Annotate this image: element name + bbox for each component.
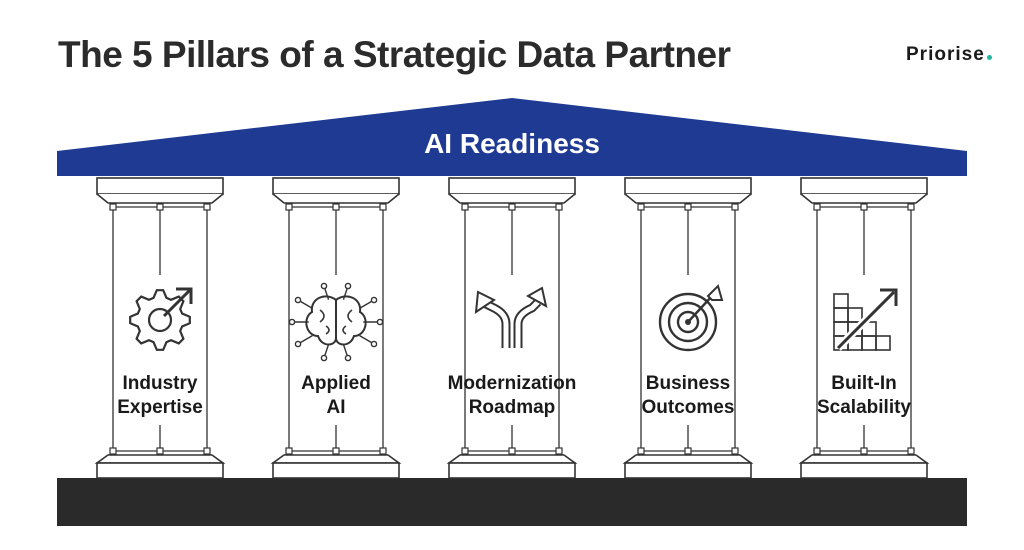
pillar-1	[94, 177, 226, 479]
pillar-3	[446, 177, 578, 479]
pillar-base-lip	[798, 454, 930, 464]
pillar-2-line2: AI	[326, 397, 346, 418]
pillar-capital-lip	[96, 193, 224, 204]
pillar-capital-lip	[448, 193, 576, 204]
brand-logo: Priorise	[906, 44, 992, 66]
pillar-base	[96, 462, 224, 479]
pillar-base-lip	[622, 454, 754, 464]
pillar-3-line1: Modernization	[447, 373, 577, 394]
pillar-base	[448, 462, 576, 479]
roof-label: AI Readiness	[424, 128, 600, 159]
pillar-4-line1: Business	[645, 373, 731, 394]
brand-name: Priorise	[906, 44, 985, 65]
pillar-capital	[272, 177, 400, 195]
pillar-capital	[800, 177, 928, 195]
pillar-capital-lip	[800, 193, 928, 204]
page-title: The 5 Pillars of a Strategic Data Partne…	[58, 34, 731, 75]
pillar-1-line2: Expertise	[117, 397, 203, 418]
pillar-capital	[96, 177, 224, 195]
pillar-base	[624, 462, 752, 479]
pillar-base	[800, 462, 928, 479]
split-path-arrow-icon	[474, 286, 548, 348]
pillar-base	[272, 462, 400, 479]
pillar-capital	[624, 177, 752, 195]
target-arrow-icon	[658, 284, 724, 352]
pillars	[94, 177, 930, 479]
pillar-5-line2: Scalability	[817, 397, 911, 418]
pillar-2	[270, 177, 402, 479]
pillar-base-lip	[270, 454, 402, 464]
pillar-2-line1: Applied	[301, 373, 371, 394]
pillar-4	[622, 177, 754, 479]
gear-arrow-icon	[129, 287, 193, 351]
pillar-3-line2: Roadmap	[468, 397, 556, 418]
growth-grid-arrow-icon	[833, 288, 898, 351]
brand-dot	[986, 55, 992, 60]
pillar-base-lip	[446, 454, 578, 464]
pillar-capital-lip	[272, 193, 400, 204]
brain-circuit-icon	[288, 282, 384, 362]
pillar-capital-lip	[624, 193, 752, 204]
pillar-4-line2: Outcomes	[641, 397, 735, 418]
pillar-1-line1: Industry	[122, 373, 198, 394]
roof	[57, 98, 967, 176]
pillar-capital	[448, 177, 576, 195]
pillar-5-line1: Built-In	[831, 373, 897, 394]
pillar-5	[798, 177, 930, 479]
pillar-base-lip	[94, 454, 226, 464]
foundation-base	[57, 478, 967, 526]
